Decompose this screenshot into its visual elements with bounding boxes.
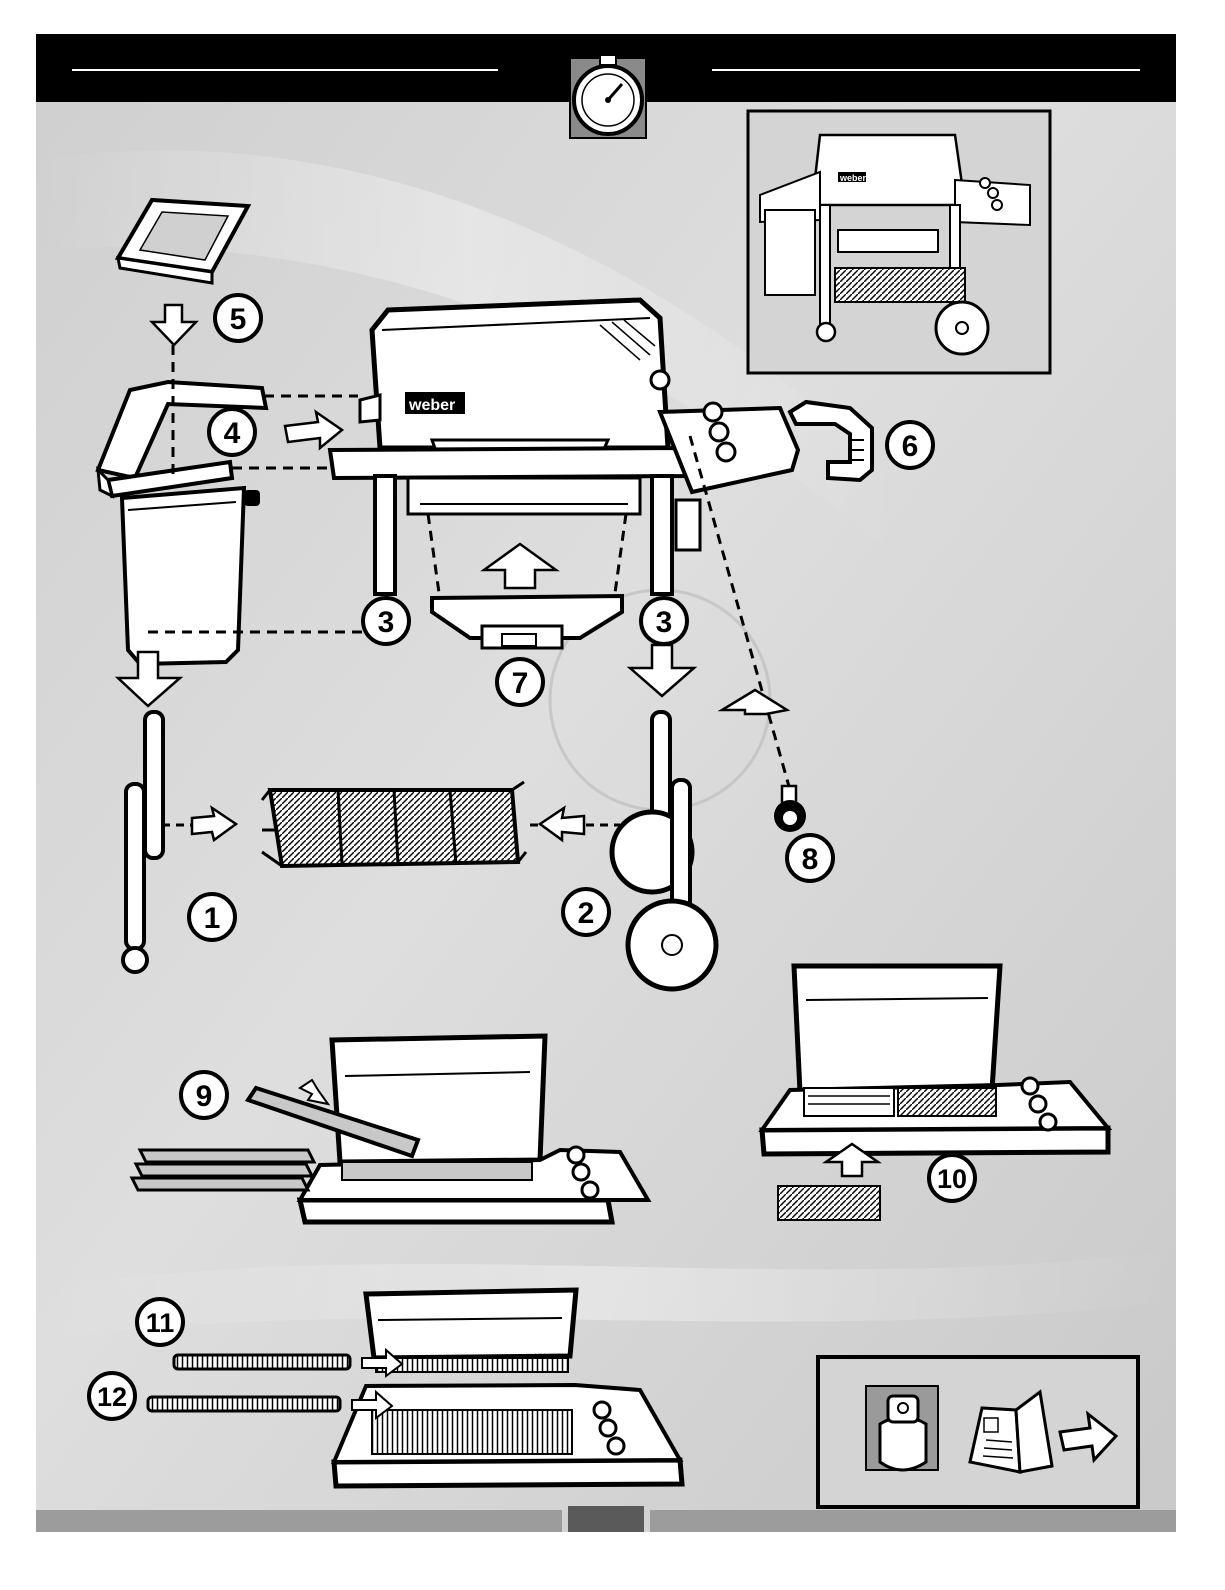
svg-text:3: 3 bbox=[656, 606, 673, 639]
flavorizer-bars-stack bbox=[132, 1150, 314, 1190]
step-badge-9: 9 bbox=[181, 1072, 227, 1118]
step-badge-1: 1 bbox=[189, 894, 235, 940]
cooking-grate-12 bbox=[148, 1397, 340, 1411]
footer-page-tab bbox=[568, 1506, 644, 1532]
step-badge-10: 10 bbox=[929, 1155, 975, 1201]
svg-text:8: 8 bbox=[802, 843, 819, 876]
svg-text:12: 12 bbox=[97, 1382, 127, 1412]
step-badge-11: 11 bbox=[137, 1299, 183, 1345]
inset-assembled-grill: weber bbox=[748, 111, 1050, 373]
stopwatch-icon bbox=[570, 55, 646, 138]
svg-text:9: 9 bbox=[196, 1080, 213, 1113]
step-badge-3-left: 3 bbox=[363, 598, 409, 644]
svg-text:6: 6 bbox=[902, 430, 919, 463]
step-badge-5: 5 bbox=[215, 295, 261, 341]
svg-text:10: 10 bbox=[937, 1164, 967, 1194]
step-badge-4: 4 bbox=[209, 409, 255, 455]
step-badge-3-right: 3 bbox=[641, 598, 687, 644]
propane-tank-icon bbox=[866, 1386, 938, 1470]
part-3-bin bbox=[122, 488, 260, 664]
svg-text:3: 3 bbox=[378, 606, 395, 639]
bottom-shelf bbox=[262, 782, 526, 866]
svg-text:2: 2 bbox=[578, 897, 595, 930]
footer-bar-right bbox=[650, 1510, 1176, 1532]
step-badge-2: 2 bbox=[563, 889, 609, 935]
step-badge-7: 7 bbox=[497, 659, 543, 705]
warming-rack-11 bbox=[174, 1355, 350, 1369]
main-grill-logo: weber bbox=[408, 397, 455, 414]
inset-logo: weber bbox=[839, 173, 867, 183]
step-badge-6: 6 bbox=[887, 422, 933, 468]
heat-deflector-plate bbox=[778, 1186, 880, 1220]
step-badge-8: 8 bbox=[787, 835, 833, 881]
final-box bbox=[818, 1357, 1138, 1507]
svg-text:1: 1 bbox=[204, 902, 221, 935]
step-badge-12: 12 bbox=[89, 1373, 135, 1419]
svg-text:4: 4 bbox=[224, 417, 241, 450]
svg-text:7: 7 bbox=[512, 667, 529, 700]
svg-text:11: 11 bbox=[146, 1308, 175, 1338]
footer-bar-left bbox=[36, 1510, 562, 1532]
svg-text:5: 5 bbox=[230, 303, 247, 336]
